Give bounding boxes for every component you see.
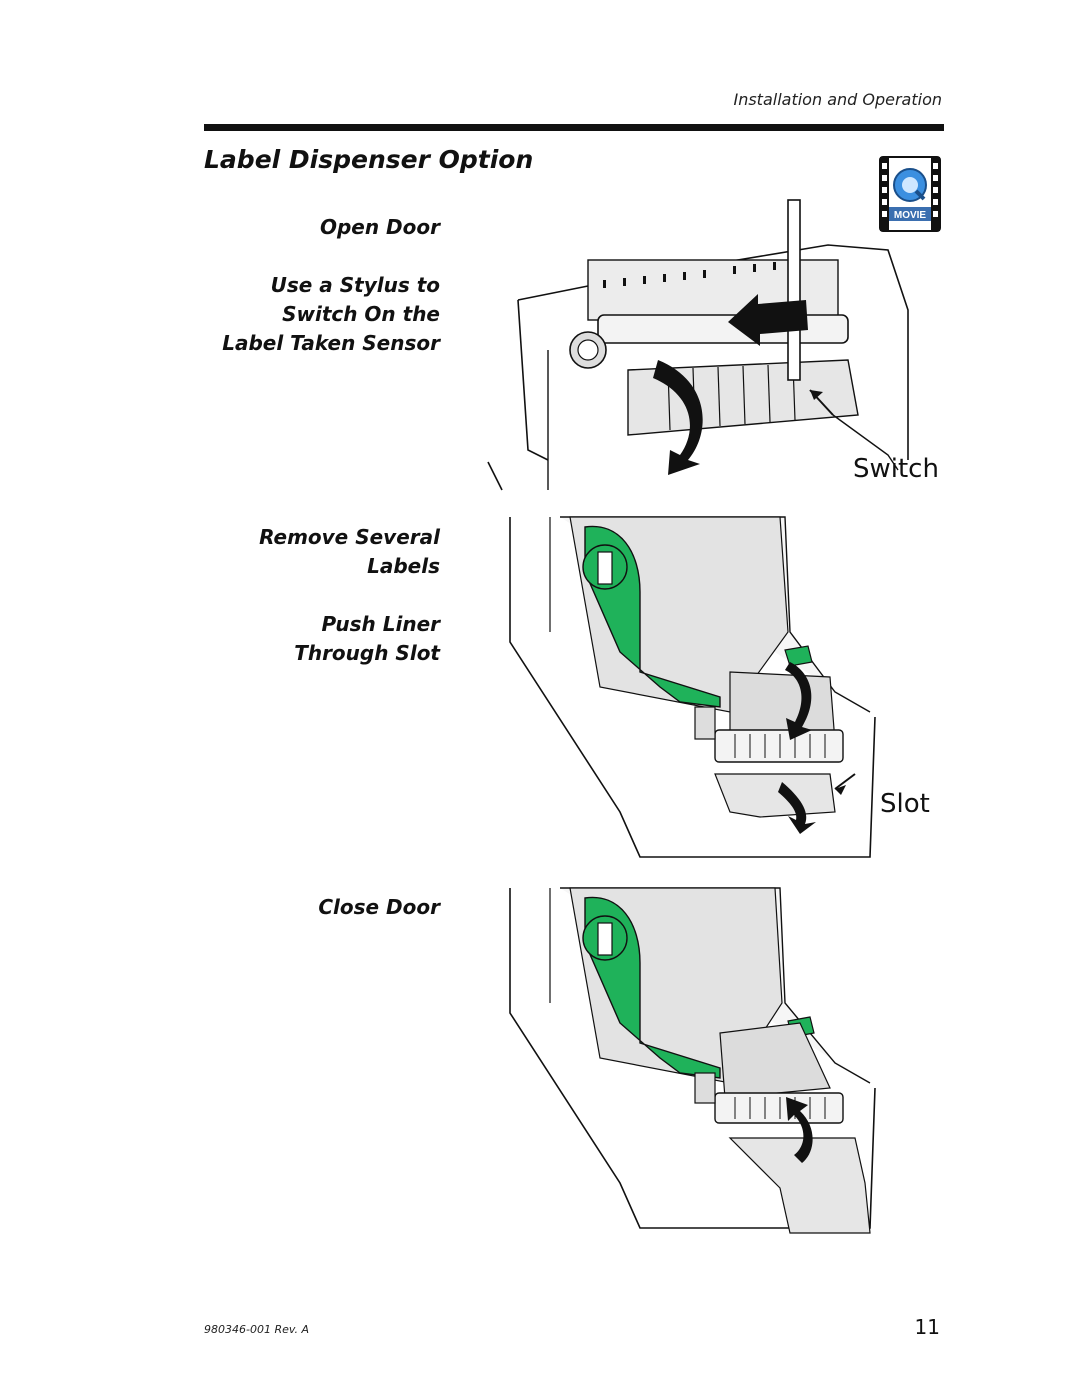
step-stylus-line-1: Use a Stylus to	[270, 273, 440, 297]
step-remove-line-1: Remove Several	[259, 525, 440, 549]
step-push-line-1: Push Liner	[321, 612, 440, 636]
page-number: 11	[914, 1315, 940, 1339]
step-remove-line-2: Labels	[367, 554, 440, 578]
printer-close-door-illustration	[509, 887, 876, 1234]
step-remove-text: Remove Several Labels	[259, 523, 440, 581]
page-title: Label Dispenser Option	[204, 145, 534, 174]
step-push-text: Push Liner Through Slot	[294, 610, 440, 668]
movie-badge-label: MOVIE	[894, 210, 927, 221]
step-open-door: Open Door	[319, 215, 440, 239]
printer-push-liner-illustration	[509, 516, 876, 858]
movie-icon[interactable]: MOVIE	[878, 155, 944, 235]
step-stylus-line-3: Label Taken Sensor	[222, 331, 440, 355]
printer-open-door-illustration	[487, 199, 909, 491]
step-stylus-line-2: Switch On the	[282, 302, 440, 326]
step-stylus-text: Use a Stylus to Switch On the Label Take…	[222, 271, 440, 358]
header-rule	[204, 124, 944, 131]
running-header: Installation and Operation	[733, 90, 942, 109]
footer-doc-number: 980346-001 Rev. A	[204, 1323, 309, 1336]
slot-callout: Slot	[880, 789, 930, 819]
step-push-line-2: Through Slot	[294, 641, 440, 665]
step-close-door: Close Door	[318, 895, 440, 919]
switch-callout: Switch	[853, 454, 939, 484]
